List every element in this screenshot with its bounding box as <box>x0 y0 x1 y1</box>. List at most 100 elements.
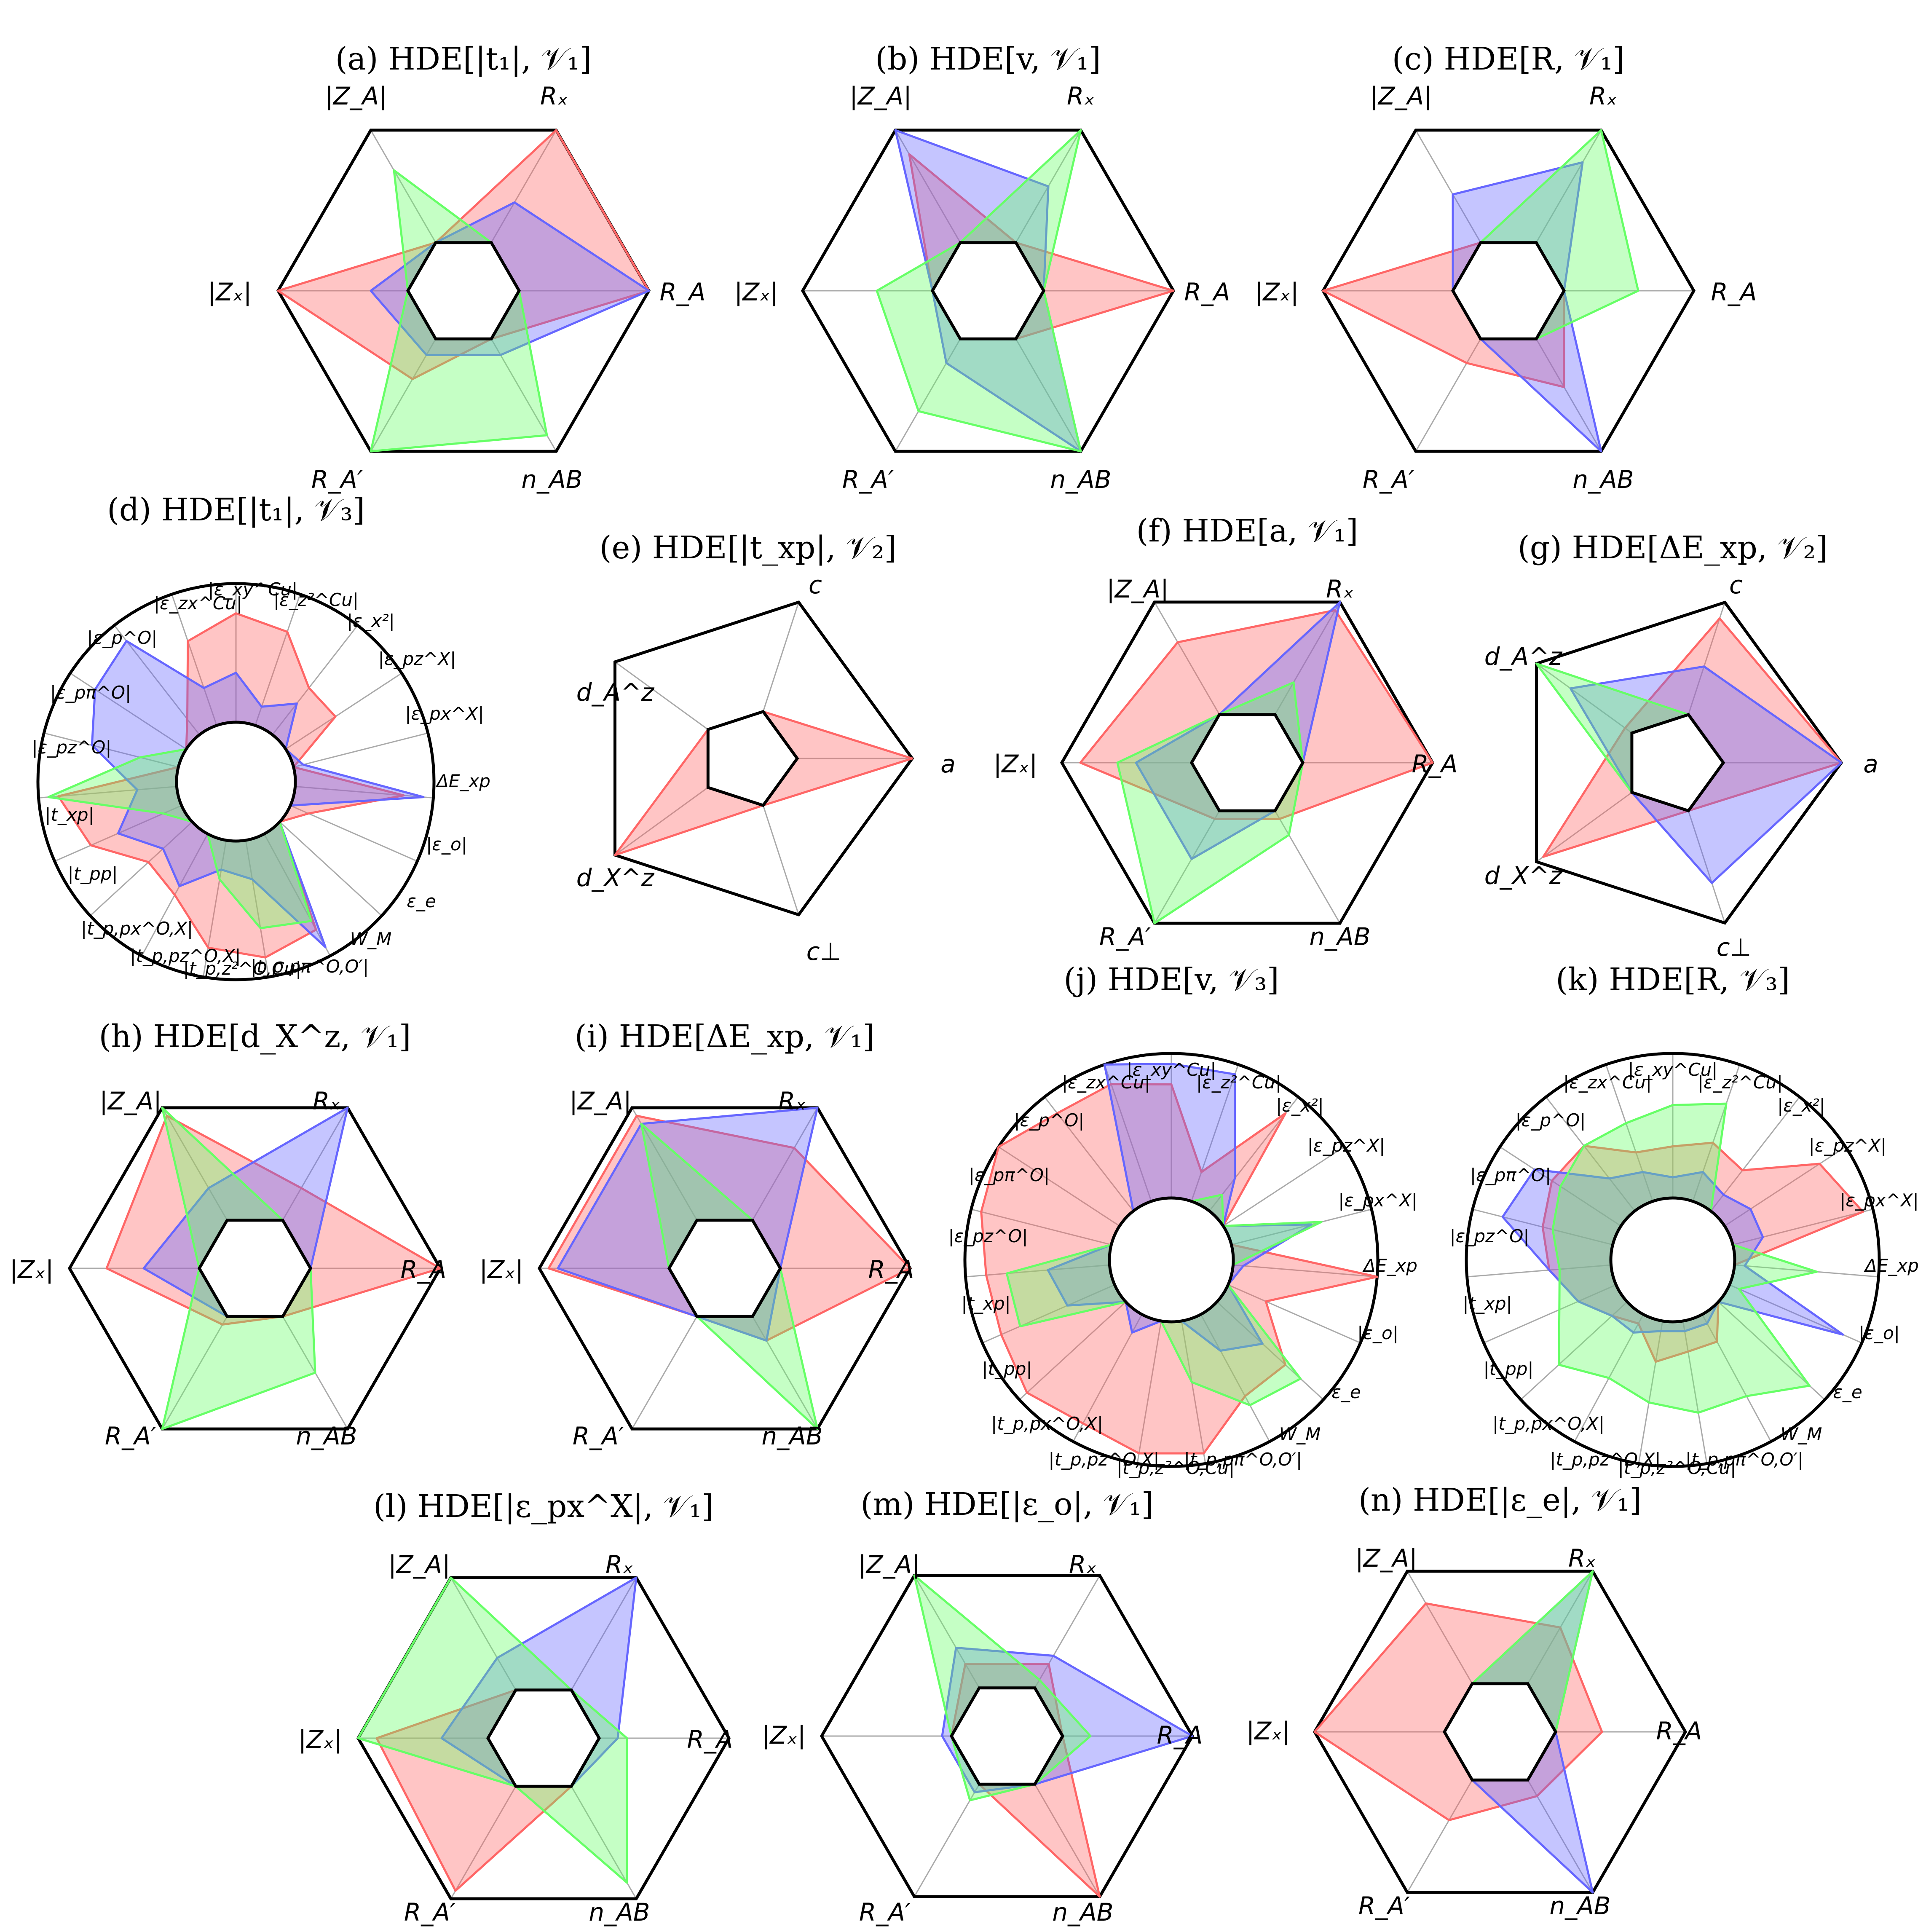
radar-axis-label: |ε_zx^Cu| <box>154 593 242 614</box>
radar-inner-ring <box>175 721 297 843</box>
radar-inner-ring <box>1189 713 1305 812</box>
radar-axis-label: |ε_xy^Cu| <box>1127 1059 1216 1080</box>
radar-axis-label: |Z_A| <box>325 82 387 110</box>
radar-spoke <box>1724 1146 1846 1227</box>
radar-axis-label: c <box>1729 571 1743 599</box>
radar-axis-label: R_A′ <box>1363 465 1414 494</box>
radar-axis-label: |t_pp| <box>982 1359 1032 1379</box>
radar-axis-label: n_AB <box>1050 465 1111 494</box>
radar-axis-label: |Z_A| <box>388 1550 450 1579</box>
radar-title: (h) HDE[d_X^z, 𝒱₁] <box>99 1018 411 1055</box>
radar-axis-label: n_AB <box>589 1898 650 1927</box>
radar-i: (i) HDE[ΔE_xp, 𝒱₁]Rₓ|Z_A||Zₓ|R_A′n_ABR_A <box>480 1018 914 1450</box>
radar-axis-label: |t_p,px^O,X| <box>81 918 193 939</box>
radar-spoke <box>1682 1321 1708 1464</box>
radar-d: (d) HDE[|t₁|, 𝒱₃]|ε_zx^Cu||ε_xy^Cu||ε_z²… <box>32 492 490 981</box>
radar-axis-label: |ε_x²| <box>1777 1095 1825 1116</box>
radar-spoke <box>114 625 200 735</box>
radar-axis-label: |ε_z²^Cu| <box>1196 1072 1281 1093</box>
radar-spoke <box>245 840 270 977</box>
radar-inner-ring <box>930 241 1046 340</box>
radar-inner-ring <box>1108 1196 1235 1324</box>
radar-axis-label: n_AB <box>761 1422 822 1450</box>
radar-spoke <box>1467 1264 1611 1278</box>
radar-title: (g) HDE[ΔE_xp, 𝒱₂] <box>1518 530 1828 566</box>
radar-axis-label: |t_p,px^O,X| <box>1492 1413 1605 1434</box>
radar-spoke <box>290 805 418 862</box>
radar-axis-label: Rₓ <box>313 1087 340 1115</box>
radar-axis-label: |Zₓ| <box>298 1725 343 1754</box>
radar-axis-label: R_A′ <box>573 1422 624 1450</box>
radar-n: (n) HDE[|ε_e|, 𝒱₁]Rₓ|Z_A||Zₓ|R_A′n_ABR_A <box>1246 1482 1702 1920</box>
radar-b: (b) HDE[v, 𝒱₁]Rₓ|Z_A||Zₓ|R_A′n_ABR_A <box>734 41 1230 494</box>
radar-spoke <box>282 1107 348 1221</box>
radar-spoke <box>1733 1209 1873 1246</box>
radar-inner-ring <box>667 1219 782 1318</box>
radar-spoke <box>1044 1096 1134 1211</box>
radar-axis-label: a <box>940 750 956 778</box>
radar-axis-label: |Z_A| <box>1370 82 1432 110</box>
radar-spoke <box>614 661 709 730</box>
radar-axis-label: R_A′ <box>105 1422 156 1450</box>
radar-spoke <box>1274 602 1341 715</box>
radar-spoke <box>1520 1301 1628 1400</box>
radar-spoke <box>1216 1301 1324 1400</box>
radar-spoke <box>263 833 331 957</box>
radar-axis-label: W_M <box>350 929 392 949</box>
radar-axis-label: |Z_A| <box>99 1087 162 1115</box>
radar-axis-label: R_A <box>1412 750 1458 778</box>
radar-title: (j) HDE[v, 𝒱₃] <box>1063 962 1279 998</box>
radar-spoke <box>1274 810 1341 924</box>
radar-axis-label: |ε_o| <box>426 834 467 855</box>
radar-k: (k) HDE[R, 𝒱₃]|ε_zx^Cu||ε_xy^Cu||ε_z²^Cu… <box>1450 962 1918 1478</box>
radar-axis-label: |Zₓ| <box>208 278 252 306</box>
radar-spoke <box>272 625 358 735</box>
radar-outer-frame <box>1313 1570 1688 1894</box>
radar-axis-label: n_AB <box>1549 1892 1610 1920</box>
radar-spoke <box>1415 130 1481 243</box>
radar-spoke <box>1483 1284 1617 1344</box>
radar-axis-label: |t_p,pz^O,X| <box>130 946 241 966</box>
radar-axis-label: |t_p,z²^O,Cu| <box>183 958 302 979</box>
radar-spoke <box>895 338 961 452</box>
radar-spoke <box>965 1264 1110 1278</box>
radar-axis-label: |Zₓ| <box>1246 1717 1291 1745</box>
radar-spoke <box>70 673 187 750</box>
radar-spoke <box>913 1784 980 1897</box>
radar-axis-label: |t_p,z²^O,Cu| <box>1618 1458 1736 1478</box>
radar-axis-label: |Zₓ| <box>480 1255 524 1284</box>
radar-axis-label: R_A <box>687 1725 733 1754</box>
radar-inner-ring <box>406 241 521 340</box>
radar-axis-label: |ε_xy^Cu| <box>208 579 298 600</box>
radar-axis-label: a <box>1863 750 1878 778</box>
radar-axis-label: |ε_px^X| <box>1840 1190 1918 1211</box>
radar-spoke <box>1191 1064 1239 1202</box>
radar-axis-label: |Z_A| <box>569 1087 632 1115</box>
radar-inner-ring <box>1442 1682 1558 1782</box>
radar-spoke <box>1223 1146 1345 1227</box>
radar-axis-label: R_A′ <box>404 1898 455 1927</box>
radar-a: (a) HDE[|t₁|, 𝒱₁]Rₓ|Z_A||Zₓ|R_A′n_ABR_A <box>208 41 706 494</box>
radar-spoke <box>1034 1575 1101 1688</box>
radar-spoke <box>998 1146 1120 1227</box>
radar-outer-frame <box>1535 600 1843 925</box>
radar-axis-label: |t_p,pz^O,X| <box>1550 1449 1661 1470</box>
radar-axis-label: |t_p,pz^O,X| <box>1048 1449 1159 1470</box>
radar-axis-label: |Zₓ| <box>994 750 1038 778</box>
radar-axis-label: |t_pp| <box>1483 1359 1533 1379</box>
radar-axis-label: |t_p,pπ^O,O′| <box>1184 1449 1302 1470</box>
radar-axis-label: |Zₓ| <box>762 1721 806 1750</box>
radar-spoke <box>971 1209 1112 1246</box>
radar-axis-label: W_M <box>1279 1424 1321 1444</box>
radar-spoke <box>370 338 437 452</box>
radar-axis-label: |ε_px^X| <box>405 703 484 724</box>
radar-axis-label: |ε_p^O| <box>1516 1110 1586 1131</box>
radar-axis-label: R_A <box>1711 278 1757 306</box>
radar-axis-label: R_A′ <box>859 1898 911 1927</box>
radar-axis-label: ε_e <box>407 891 436 911</box>
radar-axis-label: |ε_o| <box>1859 1323 1900 1343</box>
radar-spoke <box>161 1316 228 1429</box>
radar-axis-label: |ε_pπ^O| <box>969 1165 1050 1185</box>
radar-title: (m) HDE[|ε_o|, 𝒱₁] <box>860 1486 1153 1522</box>
